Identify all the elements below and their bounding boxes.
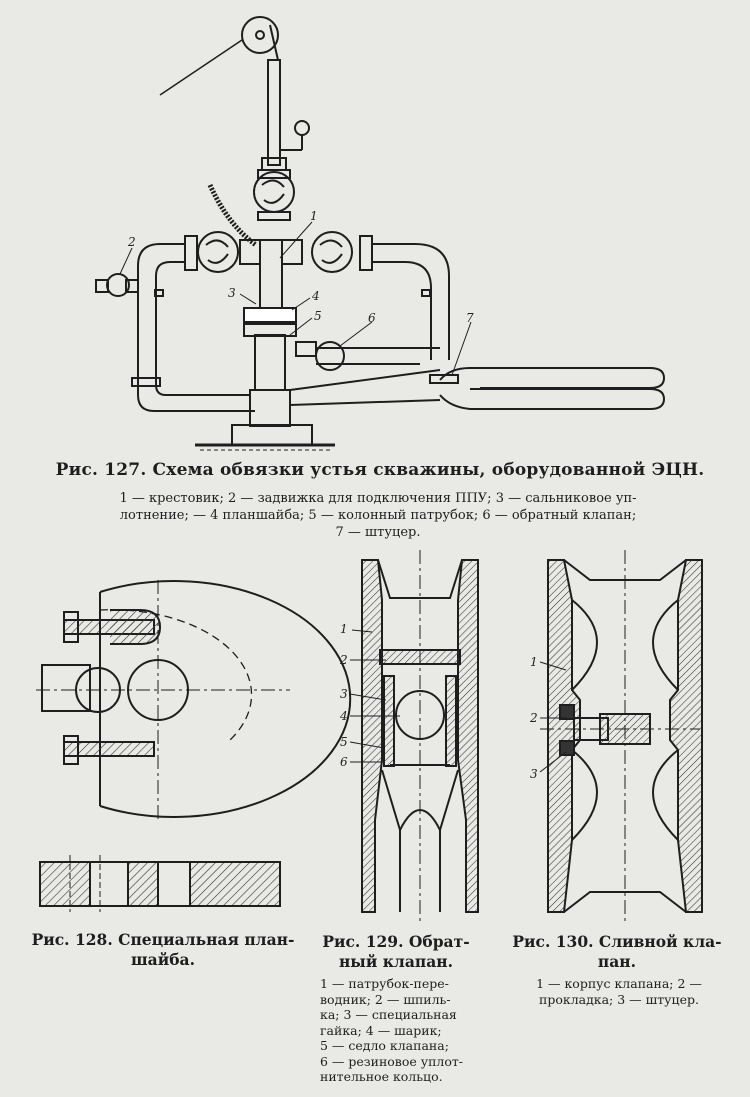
fig129-legend-line: водник; 2 — шпиль- xyxy=(320,991,451,1007)
fig127-caption: Рис. 127. Схема обвязки устья скважины, … xyxy=(55,460,705,480)
fig128-caption: Рис. 128. Специальная план- шайба. xyxy=(18,930,308,970)
fig127-label-4: 4 xyxy=(311,289,320,303)
fig128-caption-line: Рис. 128. Специальная план- xyxy=(31,930,295,949)
fig129-legend: 1 — патрубок-пере- водник; 2 — шпиль- ка… xyxy=(320,976,472,1085)
fig127-label-3: 3 xyxy=(228,286,236,300)
fig129-legend-line: нительное кольцо. xyxy=(320,1069,443,1084)
fig130-label-1: 1 xyxy=(530,655,538,669)
fig129-legend-line: 6 — резиновое уплот- xyxy=(320,1053,464,1069)
fig129-caption-line: ный клапан. xyxy=(338,952,454,971)
fig127-legend-line: лотнение; — 4 планшайба; 5 — колонный па… xyxy=(119,508,637,523)
fig127-label-2: 2 xyxy=(127,235,136,249)
fig127-label-1: 1 xyxy=(310,209,318,223)
fig130-legend-line: прокладка; 3 — штуцер. xyxy=(539,991,699,1007)
fig129-label-3: 3 xyxy=(340,687,348,701)
fig129-label-1: 1 xyxy=(340,622,348,636)
fig129-legend-line: 1 — патрубок-пере- xyxy=(320,976,449,991)
fig130-caption-line: Рис. 130. Сливной кла- xyxy=(512,932,722,951)
fig129-label-5: 5 xyxy=(340,735,348,749)
fig129-caption-line: Рис. 129. Обрат- xyxy=(322,932,470,951)
fig129-caption: Рис. 129. Обрат- ный клапан. xyxy=(318,932,474,972)
fig127-label-7: 7 xyxy=(466,311,474,325)
fig130-legend-line: 1 — корпус клапана; 2 — xyxy=(536,976,702,991)
fig130-label-2: 2 xyxy=(529,711,538,725)
fig129-label-6: 6 xyxy=(340,755,348,769)
fig129-legend-line: гайка; 4 — шарик; xyxy=(320,1022,442,1038)
fig127-label-6: 6 xyxy=(368,311,376,325)
fig129-legend-line: 5 — седло клапана; xyxy=(320,1038,449,1053)
fig130-legend: 1 — корпус клапана; 2 — прокладка; 3 — ш… xyxy=(506,976,732,1007)
fig128-caption-line: шайба. xyxy=(131,950,195,969)
fig127-legend-line: 7 — штуцер. xyxy=(335,525,421,540)
fig127-legend: 1 — крестовик; 2 — задвижка для подключе… xyxy=(78,490,678,541)
fig127-legend-line: 1 — крестовик; 2 — задвижка для подключе… xyxy=(119,491,637,506)
fig127-label-5: 5 xyxy=(314,309,322,323)
fig129-label-4: 4 xyxy=(339,709,348,723)
fig129-label-2: 2 xyxy=(339,653,348,667)
fig130-label-3: 3 xyxy=(530,767,538,781)
fig129-legend-line: ка; 3 — специальная xyxy=(320,1007,457,1022)
fig130-caption: Рис. 130. Сливной кла- пан. xyxy=(500,932,734,972)
fig130-caption-line: пан. xyxy=(597,952,637,971)
